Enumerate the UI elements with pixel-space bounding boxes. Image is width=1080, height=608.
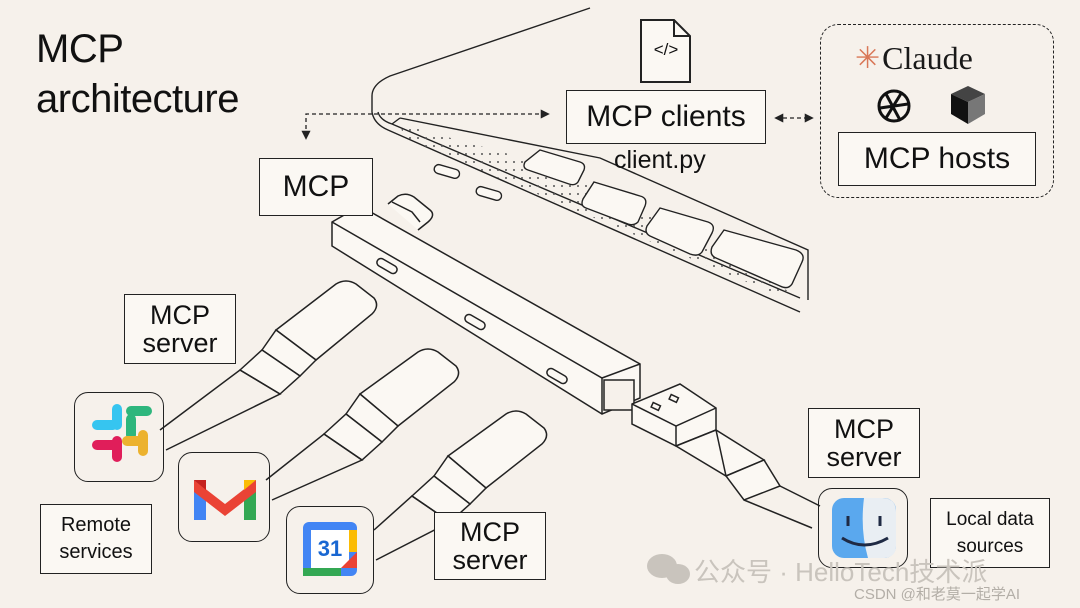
mcp-hub-label: MCP (259, 158, 373, 216)
finder-tile (818, 488, 908, 568)
slack-tile (74, 392, 164, 482)
code-file-icon (640, 19, 691, 83)
title-line-2: architecture (36, 77, 239, 121)
mcp-server-local-label: MCP server (808, 408, 920, 478)
usbc-cable-slack (159, 280, 378, 451)
usba-cable-finder (631, 383, 821, 529)
title-line-1: MCP (36, 27, 124, 71)
diagram-title: MCP architecture (36, 24, 239, 124)
remote-services-label: Remote services (40, 504, 152, 574)
wechat-watermark-icon (647, 554, 690, 584)
gmail-tile (178, 452, 270, 542)
mcp-clients-label: MCP clients (566, 90, 766, 144)
usbc-cable-calendar (373, 410, 548, 561)
google-calendar-logo-icon (303, 522, 357, 576)
csdn-watermark: CSDN @和老莫一起学AI (854, 586, 1021, 603)
mcp-server-remote-label: MCP server (124, 294, 236, 364)
wechat-watermark: 公众号 · HelloTech技术派 (694, 557, 988, 587)
mcp-hosts-panel (820, 24, 1054, 198)
mcp-hosts-label: MCP hosts (838, 132, 1036, 186)
laptop-illustration (371, 7, 809, 313)
claude-wordmark: Claude (882, 40, 973, 76)
local-data-sources-label: Local data sources (930, 498, 1050, 568)
laptop-ports (433, 163, 503, 202)
client-file-label: client.py (614, 146, 706, 174)
calendar-day-number: 31 (317, 536, 343, 561)
ai-model-logo-icon (951, 86, 985, 124)
mcp-server-calendar-label: MCP server (434, 512, 546, 580)
finder-logo-icon (832, 498, 896, 558)
calendar-tile (286, 506, 374, 594)
claude-logo: ✳Claude (855, 40, 973, 77)
openai-logo-icon (877, 89, 911, 123)
usbc-cable-gmail (265, 348, 460, 501)
claude-star-icon: ✳ (855, 42, 881, 75)
laptop-keys (523, 149, 804, 289)
gmail-logo-icon (194, 480, 256, 520)
code-file-symbol: </> (653, 40, 679, 59)
connection-arrows (301, 109, 814, 140)
hub-connector (387, 193, 434, 231)
usb-hub (331, 205, 641, 415)
slack-logo-icon (92, 404, 152, 462)
